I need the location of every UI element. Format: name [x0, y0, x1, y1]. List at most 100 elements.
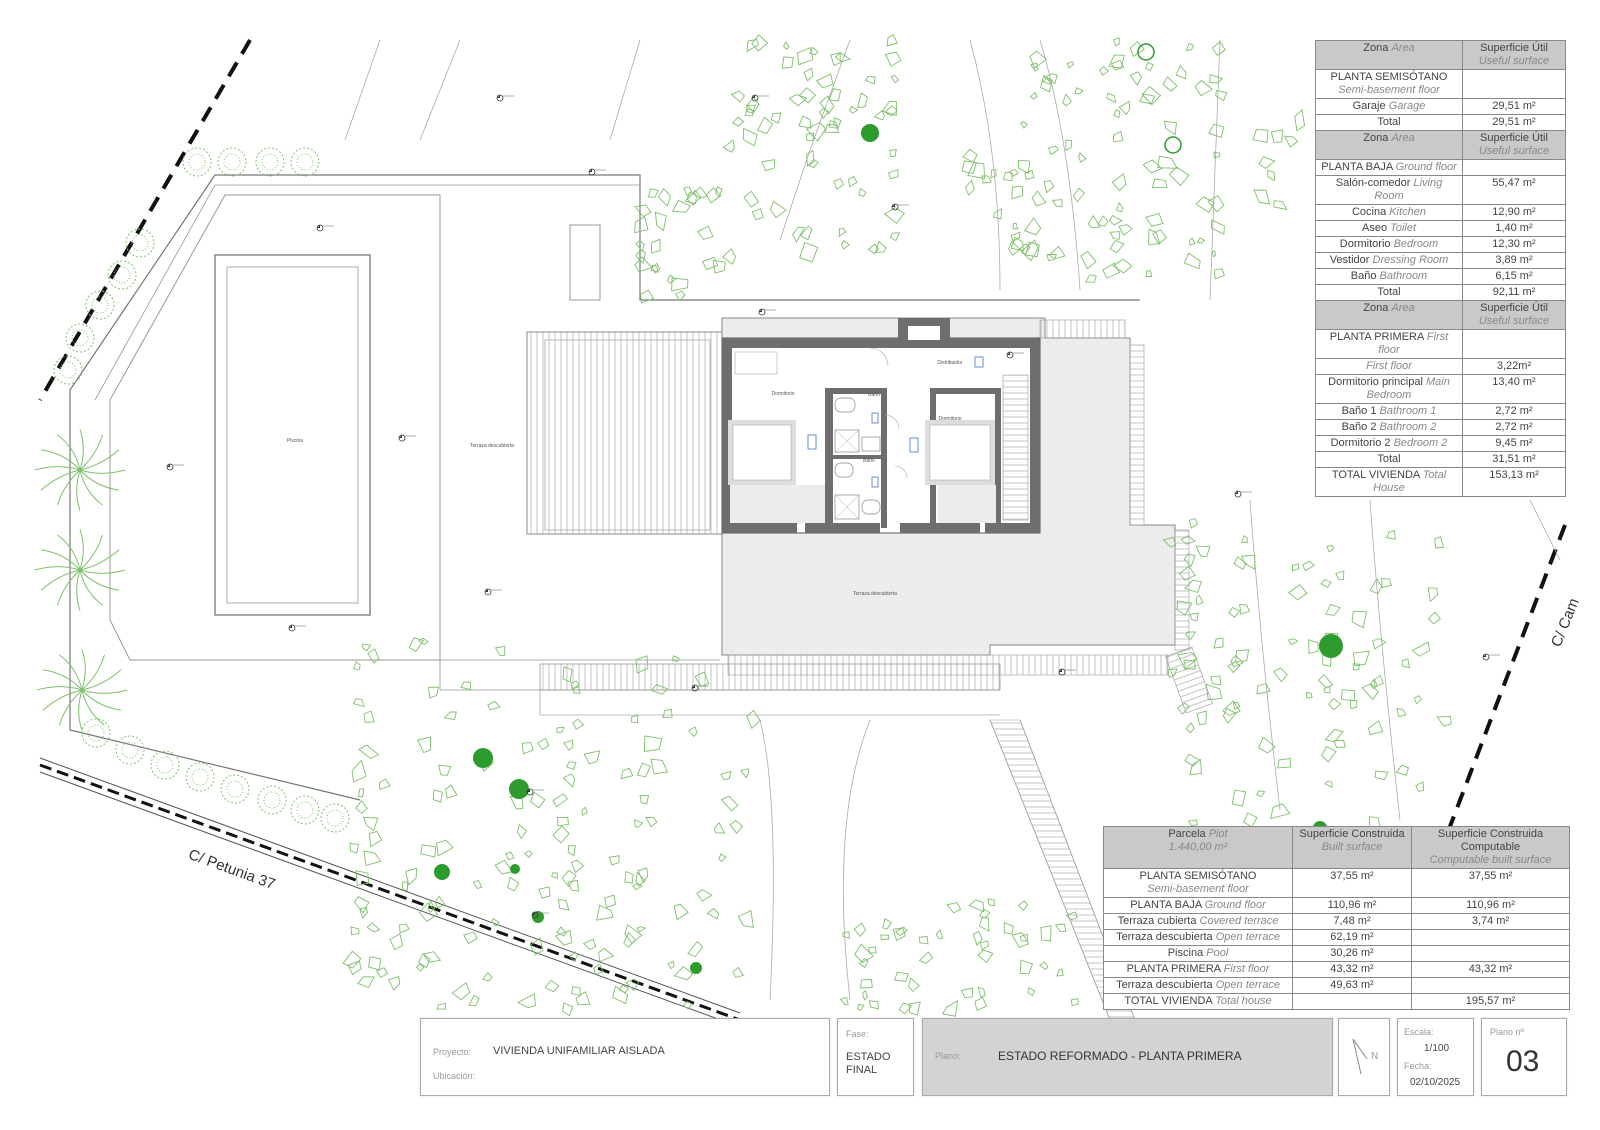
leaf [604, 894, 617, 909]
leaf [815, 73, 834, 89]
leaf [494, 859, 514, 875]
leaf [1148, 228, 1161, 245]
leaf [675, 290, 686, 302]
level-mark [526, 788, 544, 796]
header-plot-en: Plot [1208, 828, 1228, 840]
leaf [505, 851, 515, 861]
leaf [633, 819, 644, 828]
grand-total-label-en: Total House [1373, 469, 1447, 494]
room-area: 3,89 m² [1495, 254, 1533, 266]
leaf [1283, 135, 1299, 148]
leaf [854, 943, 874, 964]
leaf [1270, 803, 1291, 820]
leaf [552, 825, 570, 844]
leaf [705, 187, 722, 204]
leaf [806, 149, 815, 167]
scattered-vegetation [342, 33, 1452, 1017]
level-mark [751, 94, 769, 102]
built-value: 43,32 m² [1330, 963, 1374, 975]
leaf [460, 681, 472, 691]
leaf [977, 949, 994, 963]
leaf [818, 108, 830, 119]
room-name: Dormitorio principal [1328, 376, 1423, 388]
leaf [367, 648, 380, 664]
leaf [894, 926, 908, 936]
leaf [1208, 123, 1225, 139]
leaf [898, 1002, 913, 1015]
row-label-en: Total house [1215, 995, 1272, 1007]
leaf [1163, 120, 1177, 136]
leaf [1235, 649, 1250, 663]
leaf [1367, 720, 1384, 736]
leaf [671, 655, 680, 663]
north-arrow-icon [1352, 1038, 1368, 1075]
leaf [867, 243, 880, 255]
grand-total-value: 153,13 m² [1489, 469, 1539, 481]
leaf [868, 1000, 880, 1010]
leaf [1112, 258, 1133, 274]
leaf [1335, 570, 1345, 581]
leaf [491, 917, 500, 927]
leaf [1340, 689, 1356, 702]
level-mark [496, 94, 514, 102]
leaf [769, 200, 787, 219]
room-name: Garaje [1352, 100, 1386, 112]
leaf [436, 839, 454, 857]
palm-trees [34, 429, 128, 731]
room-name-en: Living Room [1374, 177, 1443, 202]
leaf [1029, 91, 1038, 100]
leaf [620, 767, 634, 780]
leaf [582, 938, 597, 951]
leaf [1210, 219, 1225, 236]
room-name: Cocina [1351, 206, 1387, 218]
scale-value: 1/100 [1424, 1043, 1450, 1054]
label-open-terrace-bottom: Terraza descubierta [853, 591, 897, 597]
room-area: 12,90 m² [1492, 206, 1536, 218]
leaf [792, 226, 805, 244]
leaf [1369, 678, 1378, 690]
leaf [1020, 239, 1039, 262]
leaf [713, 821, 726, 834]
leaf [1273, 200, 1288, 211]
leaf [782, 41, 790, 50]
header-zone-en: Area [1391, 42, 1415, 54]
leaf [805, 121, 827, 142]
total-label: Total [1377, 116, 1401, 128]
leaf [828, 120, 839, 129]
leaf [1302, 560, 1315, 572]
leaf [368, 830, 383, 848]
leaf [881, 100, 897, 116]
leaf [1207, 195, 1225, 213]
location-label: Ubicación: [433, 1071, 476, 1081]
leaf [418, 637, 429, 646]
leaf [666, 274, 677, 284]
leaf [635, 655, 649, 674]
leaf [463, 931, 478, 945]
leaf [1018, 159, 1031, 175]
shrub [65, 323, 95, 353]
leaf [529, 937, 544, 956]
leaf [743, 190, 760, 208]
leaf [624, 870, 634, 884]
leaf [1020, 121, 1028, 129]
leaf [570, 680, 580, 691]
level-mark [891, 203, 909, 211]
leaf [445, 784, 458, 799]
leaf [596, 904, 614, 921]
leaf [1066, 61, 1075, 69]
garden-parcel [69, 174, 1140, 801]
leaf [556, 816, 569, 827]
leaf [443, 711, 457, 721]
leaf [828, 88, 842, 102]
leaf [977, 986, 986, 998]
leaf [696, 889, 713, 902]
leaf [647, 188, 659, 198]
leaf [729, 819, 744, 835]
hedge-shrubs [53, 147, 350, 833]
leaf [1011, 185, 1024, 200]
leaf [1352, 663, 1361, 671]
leaf [720, 770, 732, 781]
leaf [1080, 250, 1097, 270]
